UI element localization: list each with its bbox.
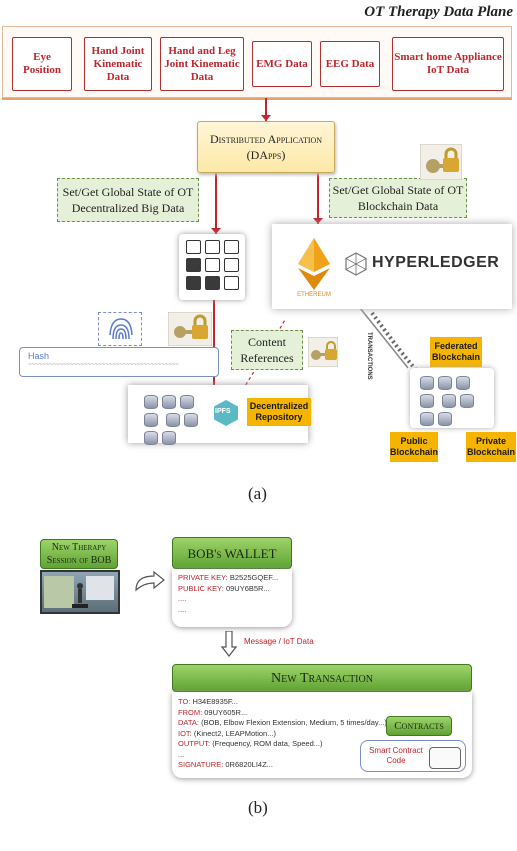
down-arrow-icon xyxy=(220,630,238,657)
server-icon xyxy=(420,412,434,426)
transaction-signature: SIGNATURE: 0R6820LI4Z... xyxy=(178,760,273,769)
transactions-label: TRANSACTIONS xyxy=(366,332,372,380)
server-icon xyxy=(162,431,176,445)
storage-cluster xyxy=(142,393,212,447)
server-icon xyxy=(438,412,452,426)
file-icon xyxy=(205,258,220,272)
federated-blockchain-tag: Federated Blockchain xyxy=(430,337,482,367)
therapy-session-image xyxy=(40,570,120,614)
smart-contract-label: Smart Contract Code xyxy=(369,746,423,765)
new-therapy-session-box: New Therapy Session of BOB xyxy=(40,539,118,569)
lock-key-icon xyxy=(167,311,213,347)
ethereum-icon xyxy=(296,236,332,292)
save-icon xyxy=(186,276,201,290)
video-icon xyxy=(205,276,220,290)
caption-a: (a) xyxy=(248,484,267,503)
clipboard-icon xyxy=(224,240,239,254)
transaction-iot: IOT: (Kinect2, LEAPMotion...) xyxy=(178,728,276,738)
transaction-data: DATA: (BOB, Elbow Flexion Extension, Med… xyxy=(178,718,387,727)
transaction-output: OUTPUT: (Frequency, ROM data, Speed...) xyxy=(178,739,323,748)
decentralized-repository-tag: Decentralized Repository xyxy=(247,398,311,426)
image-icon xyxy=(224,258,239,272)
server-icon xyxy=(144,431,158,445)
wallet-ellipsis: .... xyxy=(178,604,187,614)
source-emg: EMG Data xyxy=(252,41,312,87)
contract-code-icon xyxy=(429,747,461,769)
server-icon xyxy=(144,413,158,427)
curved-arrow-icon xyxy=(132,570,166,594)
hash-label: Hash xyxy=(28,351,50,361)
new-transaction-header: New Transaction xyxy=(172,664,472,692)
blockchain-network xyxy=(410,368,494,428)
lock-key-icon xyxy=(419,143,463,181)
source-hand-leg-joint: Hand and Leg Joint Kinematic Data xyxy=(160,37,244,91)
transaction-to: TO: H34E8935F... xyxy=(178,697,238,706)
server-icon xyxy=(180,395,194,409)
lock-key-icon xyxy=(307,336,339,368)
caption-b: (b) xyxy=(248,798,268,817)
set-get-big-data-note: Set/Get Global State of OT Decentralized… xyxy=(57,178,199,222)
set-get-blockchain-note: Set/Get Global State of OT Blockchain Da… xyxy=(329,178,467,218)
ipfs-icon xyxy=(212,399,240,427)
server-icon xyxy=(460,394,474,408)
ethereum-label: ETHEREUM xyxy=(297,292,331,298)
server-icon xyxy=(420,376,434,390)
arrow-head-icon xyxy=(261,115,271,121)
server-icon xyxy=(438,376,452,390)
plane-title: OT Therapy Data Plane xyxy=(364,4,513,20)
hash-field: Hash ~~~~~~~~~~~~~~~~~~~~~~~~~~~~~~~~~~~… xyxy=(19,347,219,377)
folder-icon xyxy=(205,240,220,254)
server-icon xyxy=(442,394,456,408)
storage-icons-grid xyxy=(179,234,245,300)
ipfs-label: IPFS xyxy=(215,408,231,415)
public-blockchain-tag: Public Blockchain xyxy=(390,432,438,462)
wallet-public-key: PUBLIC KEY: 09UY6B5R... xyxy=(178,583,270,593)
server-icon xyxy=(166,413,180,427)
arrow-head-icon xyxy=(211,228,221,234)
hyperledger-label: HYPERLEDGER xyxy=(372,254,500,271)
dapps-box: Distributed Application (DApps) xyxy=(197,121,335,173)
wallet-private-key: PRIVATE KEY: B2525GQEF... xyxy=(178,573,279,582)
transaction-ellipsis: ... xyxy=(178,749,185,759)
blockchain-platforms-panel: ETHEREUM HYPERLEDGER xyxy=(272,224,512,309)
hash-value: ~~~~~~~~~~~~~~~~~~~~~~~~~~~~~~~~~~~~~~~~… xyxy=(28,362,179,368)
server-icon xyxy=(420,394,434,408)
wallet-panel: PRIVATE KEY: B2525GQEF... PUBLIC KEY: 09… xyxy=(172,569,292,627)
transactions-ladder xyxy=(370,311,422,377)
smart-contract-box: Smart Contract Code xyxy=(360,740,466,772)
decentralized-repository-panel: IPFS xyxy=(128,385,308,445)
arrow-head-icon xyxy=(313,218,323,224)
contracts-box: Contracts xyxy=(386,716,452,736)
fingerprint-icon xyxy=(98,312,142,346)
database-icon xyxy=(186,258,201,272)
server-icon xyxy=(184,413,198,427)
hyperledger-icon xyxy=(344,252,368,276)
source-smart-home-iot: Smart home Appliance IoT Data xyxy=(392,37,504,91)
source-eeg: EEG Data xyxy=(320,41,380,87)
ledger-to-network-line xyxy=(359,307,409,369)
chart-icon xyxy=(224,276,239,290)
server-icon xyxy=(162,395,176,409)
server-icon xyxy=(456,376,470,390)
server-icon xyxy=(144,395,158,409)
private-blockchain-tag: Private Blockchain xyxy=(466,432,516,462)
source-eye-position: Eye Position xyxy=(12,37,72,91)
wallet-ellipsis: .... xyxy=(178,594,187,603)
wallet-header: BOB's WALLET xyxy=(172,537,292,569)
content-references-note: Content References xyxy=(231,330,303,370)
message-iot-label: Message / IoT Data xyxy=(244,637,314,646)
document-icon xyxy=(186,240,201,254)
transaction-from: FROM: 09UY605R... xyxy=(178,707,248,717)
source-hand-joint: Hand Joint Kinematic Data xyxy=(84,37,152,91)
